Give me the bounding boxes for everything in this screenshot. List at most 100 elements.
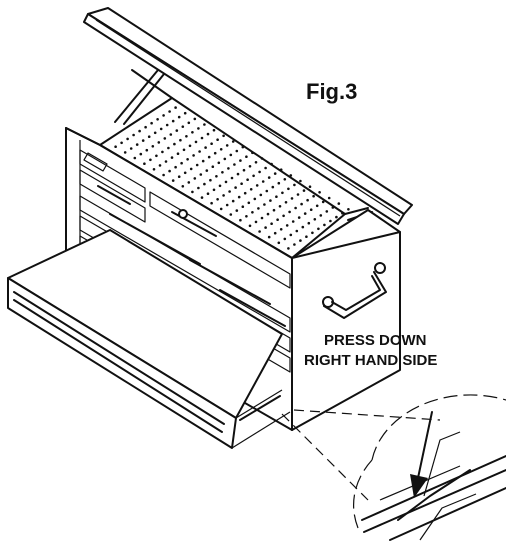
chest-drawers [79, 149, 291, 373]
pegboard-hole [302, 189, 306, 192]
pegboard-hole [177, 115, 181, 119]
pegboard-hole [263, 203, 266, 206]
pegboard-hole [272, 208, 276, 212]
instruction-line-2: RIGHT HAND SIDE [304, 352, 437, 369]
pegboard-hole [187, 121, 191, 125]
pegboard-hole [158, 164, 162, 167]
pegboard-hole [241, 145, 245, 149]
pegboard-hole [267, 235, 271, 239]
pegboard-hole [199, 173, 203, 176]
pegboard-hole [195, 163, 199, 167]
pegboard-hole [133, 156, 137, 160]
pegboard-hole [173, 142, 176, 146]
pegboard-hole [179, 138, 182, 142]
pegboard-hole [323, 223, 326, 227]
pegboard-hole [284, 201, 288, 204]
pegboard-hole [248, 224, 252, 228]
pegboard-hole [223, 157, 227, 161]
pegboard-hole [309, 208, 313, 211]
pegboard-hole [254, 220, 258, 224]
pegboard-hole [270, 162, 273, 166]
pegboard-hole [170, 156, 174, 159]
pegboard-hole [315, 204, 319, 208]
pegboard-hole [259, 193, 263, 197]
pegboard-hole [175, 129, 179, 132]
pegboard-hole [205, 169, 209, 172]
pegboard-hole [296, 193, 300, 196]
pegboard-hole [289, 174, 293, 177]
pegboard-hole [163, 137, 167, 140]
pegboard-hole [213, 151, 217, 155]
pegboard-hole [155, 154, 158, 158]
pegboard-hole [135, 143, 139, 146]
pegboard-hole [227, 167, 230, 170]
pegboard-hole [201, 159, 205, 163]
pegboard-hole [212, 188, 216, 192]
pegboard-hole [185, 135, 188, 138]
pegboard-hole [261, 180, 265, 183]
pegboard-hole [247, 201, 251, 205]
pegboard-hole [299, 179, 302, 183]
pegboard-hole [231, 199, 235, 203]
pegboard-hole [242, 168, 246, 172]
pegboard-hole [210, 142, 213, 145]
pegboard-hole [206, 132, 210, 136]
pegboard-hole [229, 213, 233, 216]
pegboard-hole [240, 182, 243, 185]
pegboard-hole [281, 191, 284, 195]
pegboard-hole [317, 227, 320, 231]
pegboard-hole [249, 188, 253, 191]
pegboard-hole [162, 173, 165, 177]
chest-lid [83, 7, 413, 225]
pegboard-hole [229, 153, 233, 157]
pegboard-hole [177, 175, 181, 178]
pegboard-hole [278, 205, 282, 208]
pegboard-hole [233, 163, 236, 166]
pegboard-hole [246, 178, 249, 181]
pegboard-hole [248, 165, 252, 168]
pegboard-hole [265, 189, 269, 193]
pegboard-hole [275, 195, 278, 198]
pegboard-hole [254, 161, 258, 164]
pegboard-hole [318, 191, 321, 194]
pegboard-hole [251, 211, 254, 214]
pegboard-hole [164, 160, 168, 163]
pegboard-hole [210, 201, 213, 205]
pegboard-hole [174, 165, 177, 169]
pegboard-hole [207, 155, 211, 159]
pegboard-hole [264, 226, 267, 229]
pegboard-hole [245, 155, 248, 158]
pegboard-hole [239, 159, 242, 162]
instruction-line-1: PRESS DOWN [324, 332, 427, 349]
pegboard-hole [313, 218, 317, 221]
pegboard-hole [206, 192, 210, 195]
pegboard-hole [331, 206, 335, 209]
pegboard-hole [241, 205, 245, 208]
pegboard-hole [192, 154, 195, 157]
pegboard-hole [151, 145, 155, 148]
pegboard-hole [258, 230, 261, 233]
pegboard-hole [277, 181, 281, 185]
pegboard-hole [147, 135, 151, 138]
pegboard-hole [132, 133, 135, 137]
pegboard-hole [300, 202, 303, 206]
pegboard-hole [219, 207, 223, 211]
pegboard-hole [159, 127, 163, 131]
magnified-detail [353, 394, 506, 541]
pegboard-hole [211, 165, 215, 168]
pegboard-hole [183, 171, 187, 175]
pegboard-hole [225, 144, 229, 147]
pegboard-hole [224, 180, 228, 184]
pegboard-hole [283, 237, 287, 241]
pegboard-hole [198, 150, 201, 153]
pegboard-hole [235, 149, 239, 153]
pegboard-hole [188, 144, 192, 148]
pegboard-hole [303, 212, 307, 215]
pegboard-hole [258, 170, 261, 174]
pegboard-hole [251, 151, 254, 155]
pegboard-hole [276, 218, 279, 221]
pegboard-hole [141, 139, 145, 142]
figure-label: Fig.3 [306, 79, 357, 104]
pegboard-hole [230, 176, 234, 180]
pegboard-hole [200, 196, 204, 199]
